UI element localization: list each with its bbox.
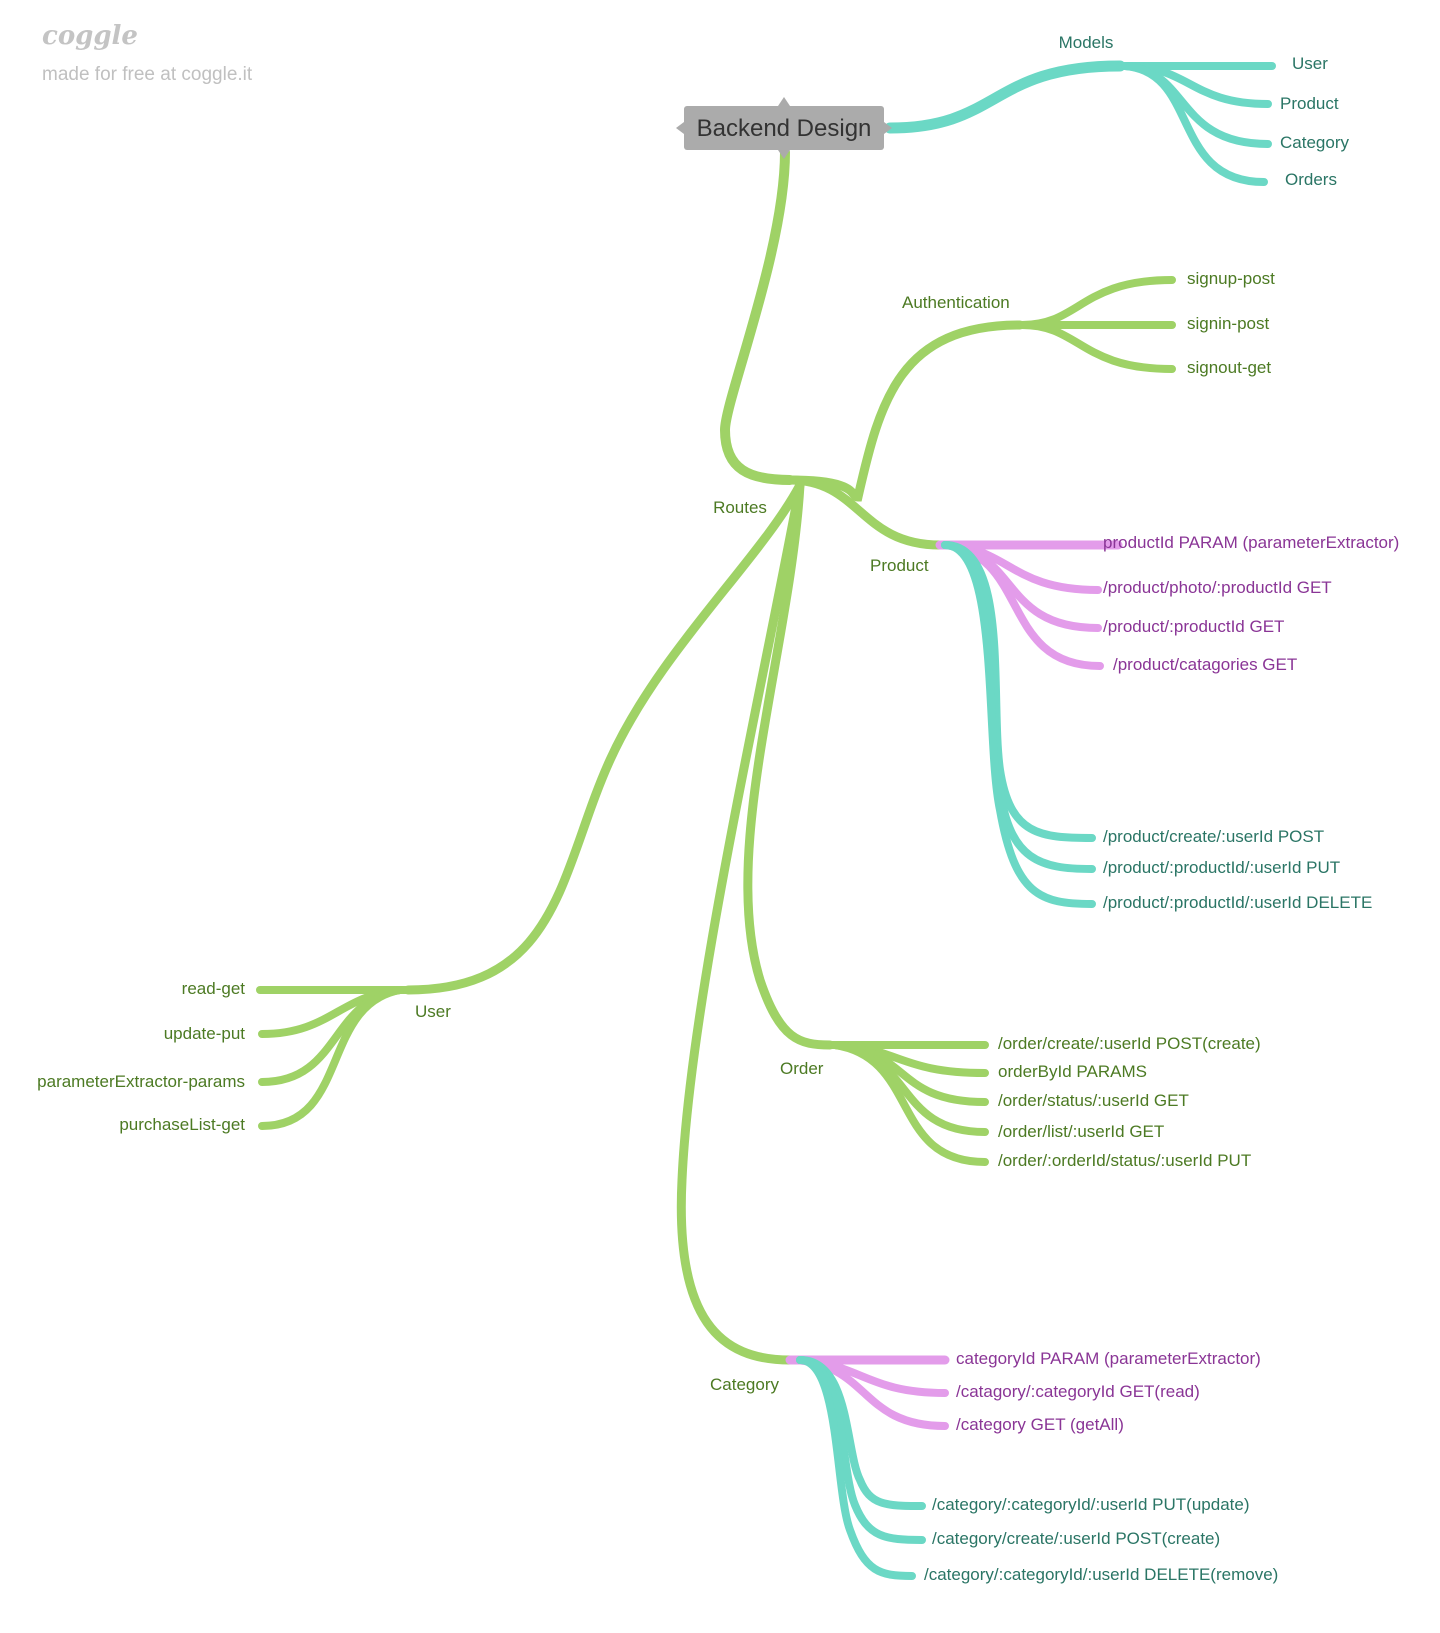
root-label: Backend Design [697,115,872,142]
category-item-remove[interactable]: /category/:categoryId/:userId DELETE(rem… [924,1565,1278,1584]
coggle-logo: coggle [42,21,138,51]
branch-order-5 [831,1041,989,1166]
user-item-read[interactable]: read-get [182,979,246,998]
branch-routes-authentication [785,320,1025,502]
models-item-orders[interactable]: Orders [1285,170,1337,189]
user-item-update[interactable]: update-put [164,1024,246,1043]
product-item-photo[interactable]: /product/photo/:productId GET [1103,578,1332,597]
category-label[interactable]: Category [710,1375,779,1394]
models-item-category[interactable]: Category [1280,133,1349,152]
watermark-text: made for free at coggle.it [42,64,253,85]
auth-item-signin[interactable]: signin-post [1187,314,1269,333]
branch-routes-category [676,480,805,1365]
order-item-byid[interactable]: orderById PARAMS [998,1062,1147,1081]
user-item-purchase[interactable]: purchaseList-get [119,1115,245,1134]
auth-item-signup[interactable]: signup-post [1187,269,1275,288]
product-item-create[interactable]: /product/create/:userId POST [1103,827,1324,846]
order-label[interactable]: Order [780,1059,824,1078]
order-item-list[interactable]: /order/list/:userId GET [998,1122,1164,1141]
branch-routes-user [403,480,805,995]
category-item-update[interactable]: /category/:categoryId/:userId PUT(update… [932,1495,1250,1514]
order-item-status[interactable]: /order/status/:userId GET [998,1091,1189,1110]
category-item-read[interactable]: /catagory/:categoryId GET(read) [956,1382,1200,1401]
branch-auth-signup [1018,276,1176,329]
product-item-put[interactable]: /product/:productId/:userId PUT [1103,858,1340,877]
models-item-user[interactable]: User [1292,54,1328,73]
category-item-create[interactable]: /category/create/:userId POST(create) [932,1529,1220,1548]
branch-product-t3 [941,541,1096,908]
category-item-getall[interactable]: /category GET (getAll) [956,1415,1124,1434]
models-label[interactable]: Models [1059,33,1114,52]
user-label[interactable]: User [415,1002,451,1021]
branch-root-routes [719,147,795,485]
branch-routes-order [743,480,835,1050]
branch-routes-product [785,475,945,550]
models-item-product[interactable]: Product [1280,94,1339,113]
product-label[interactable]: Product [870,556,929,575]
branch-category-t3 [796,1356,916,1580]
branch-category-t1 [796,1356,926,1510]
routes-label[interactable]: Routes [713,498,767,517]
user-item-params[interactable]: parameterExtractor-params [37,1072,245,1091]
product-item-delete[interactable]: /product/:productId/:userId DELETE [1103,893,1372,912]
order-item-put[interactable]: /order/:orderId/status/:userId PUT [998,1151,1251,1170]
root-node[interactable]: Backend Design [676,97,892,159]
auth-item-signout[interactable]: signout-get [1187,358,1271,377]
order-item-create[interactable]: /order/create/:userId POST(create) [998,1034,1261,1053]
category-item-param[interactable]: categoryId PARAM (parameterExtractor) [956,1349,1261,1368]
branch-root-models [884,60,1126,134]
branch-user-purchase [258,986,404,1130]
branch-auth-signout [1018,321,1176,373]
branch-models-orders [1121,62,1268,186]
authentication-label[interactable]: Authentication [902,293,1010,312]
product-item-param[interactable]: productId PARAM (parameterExtractor) [1103,533,1399,552]
product-item-catagories[interactable]: /product/catagories GET [1113,655,1297,674]
product-item-get[interactable]: /product/:productId GET [1103,617,1284,636]
